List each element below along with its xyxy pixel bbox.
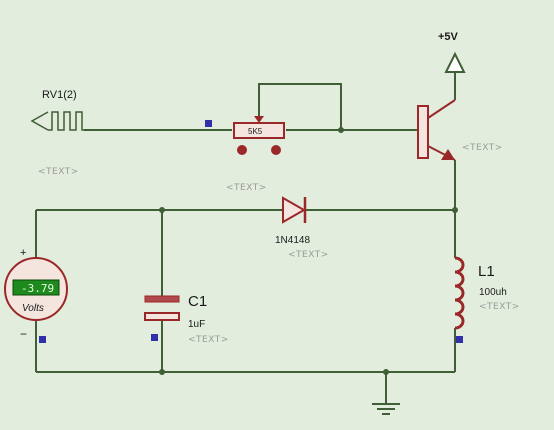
supply-label: +5V: [438, 31, 459, 43]
voltmeter-reading: -3.79: [21, 282, 54, 295]
transistor-collector-lead: [427, 99, 456, 119]
capacitor-value: 1uF: [188, 319, 205, 330]
potentiometer-value: 5K5: [248, 127, 263, 136]
junction-dot: [383, 369, 389, 375]
transistor-text-placeholder: <TEXT>: [462, 143, 503, 153]
capacitor-name: C1: [188, 293, 207, 310]
square-wave-icon: [48, 111, 84, 131]
generator-arrow-icon: [30, 111, 49, 131]
diode-name: 1N4148: [275, 235, 310, 246]
inductor-name: L1: [478, 263, 495, 280]
voltmeter[interactable]: + -3.79 Volts −: [4, 247, 68, 341]
diode-text-placeholder: <TEXT>: [288, 250, 329, 260]
voltmeter-screen: [12, 279, 60, 296]
capacitor[interactable]: C1 1uF <TEXT>: [144, 293, 229, 345]
capacitor-top-plate: [144, 295, 180, 303]
supply-terminal[interactable]: +5V: [438, 31, 466, 73]
junction-dot: [159, 207, 165, 213]
npn-transistor[interactable]: <TEXT>: [417, 99, 503, 161]
diode[interactable]: 1N4148 <TEXT>: [275, 196, 329, 260]
pin-marker[interactable]: [151, 334, 158, 341]
pin-markers: [39, 120, 463, 343]
junction-dot: [452, 207, 458, 213]
inductor-text-placeholder: <TEXT>: [479, 302, 520, 312]
diode-triangle-icon: [282, 196, 307, 224]
voltmeter-plus-terminal: +: [20, 247, 26, 259]
potentiometer[interactable]: 5K5 <TEXT>: [226, 116, 285, 193]
pin-marker[interactable]: [205, 120, 212, 127]
pot-decrement-button[interactable]: [237, 145, 247, 155]
junction-dot: [159, 369, 165, 375]
pot-increment-button[interactable]: [271, 145, 281, 155]
signal-generator[interactable]: RV1(2) <TEXT>: [30, 89, 84, 177]
inductor[interactable]: L1 100uh <TEXT>: [454, 256, 520, 330]
emitter-arrow-icon: [441, 149, 455, 160]
junction-dot: [338, 127, 344, 133]
transistor-base-bar: [417, 105, 429, 159]
capacitor-text-placeholder: <TEXT>: [188, 335, 229, 345]
pin-marker[interactable]: [39, 336, 46, 343]
voltmeter-minus-terminal: −: [20, 327, 27, 341]
supply-arrow-icon: [444, 51, 466, 73]
junctions: [159, 127, 458, 375]
wire-pot-wiper-loop: [258, 83, 342, 130]
voltmeter-units: Volts: [22, 303, 44, 314]
capacitor-bottom-plate: [144, 312, 180, 321]
inductor-value: 100uh: [479, 287, 507, 298]
ground-icon: [372, 403, 400, 415]
wiper-arrow-icon: [254, 116, 264, 123]
potentiometer-text-placeholder: <TEXT>: [226, 183, 267, 193]
generator-text-placeholder: <TEXT>: [38, 167, 79, 177]
generator-label: RV1(2): [42, 89, 77, 101]
inductor-coil-icon: [454, 256, 465, 330]
pin-marker[interactable]: [456, 336, 463, 343]
